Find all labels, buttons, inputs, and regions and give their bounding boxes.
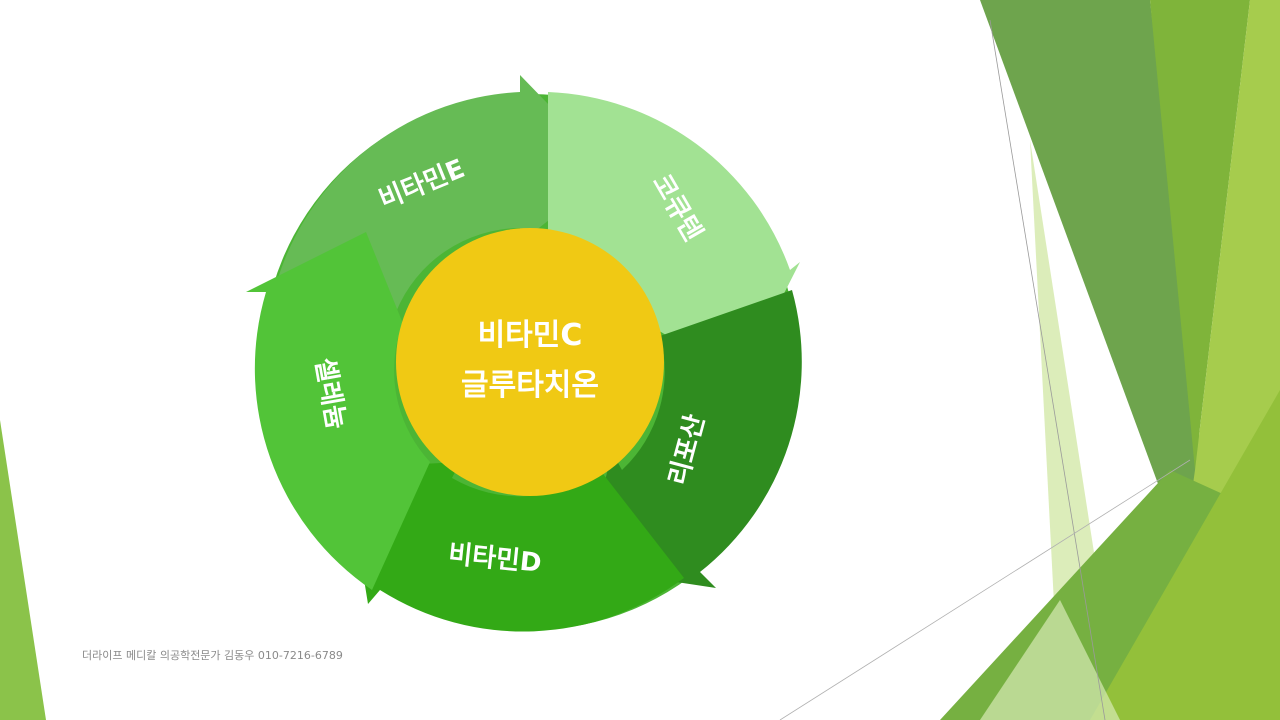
vitamin-cycle-diagram: 비타민E 코큐텐 리포산 비타민D 셀레늄 비타민C 글루타치온 — [246, 75, 802, 632]
segment-selenium — [246, 232, 430, 590]
center-label-line2: 글루타치온 — [461, 368, 599, 403]
facet-mid — [1150, 0, 1250, 470]
segment-coq10 — [548, 92, 800, 380]
facet-bottom-light — [1090, 390, 1280, 720]
segment-vitamin-d — [346, 462, 684, 632]
facet-line-1 — [989, 19, 1106, 720]
center-label-line1: 비타민C — [478, 318, 583, 353]
center-circle — [396, 228, 664, 496]
facet-dark — [980, 0, 1210, 530]
footer-contact: 더라이프 메디칼 의공학전문가 김동우 010-7216-6789 — [82, 649, 343, 662]
facet-line-2 — [779, 459, 1191, 720]
segment-lipoic-acid — [584, 290, 802, 588]
facet-pale-bottom — [980, 600, 1120, 720]
facet-left — [0, 420, 46, 720]
